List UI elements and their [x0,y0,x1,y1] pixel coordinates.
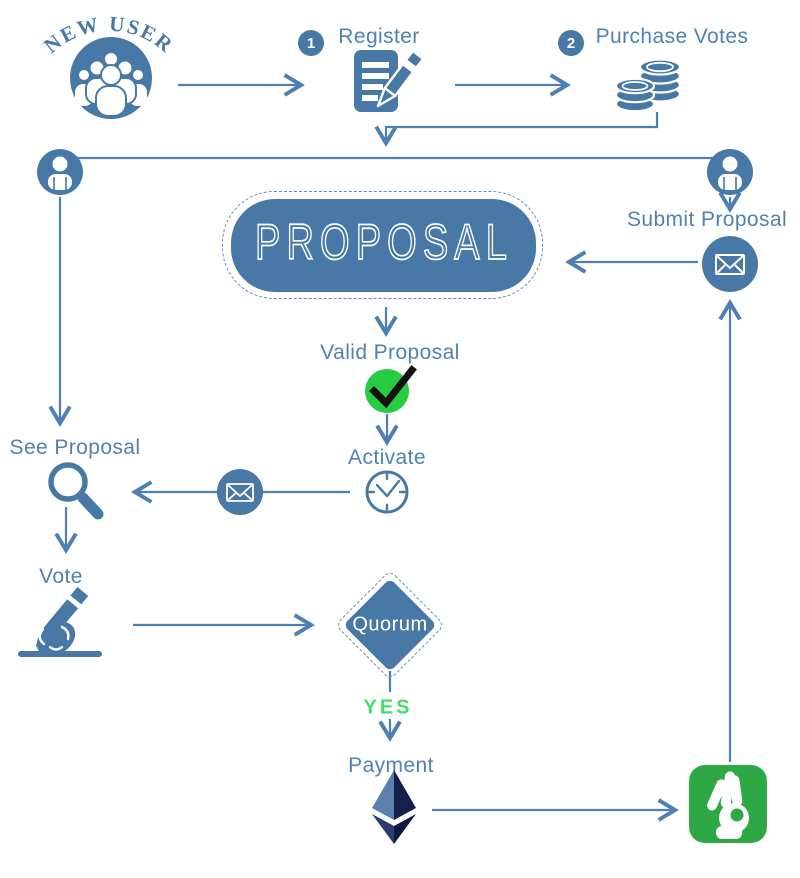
step-2-badge: 2 [558,30,584,56]
vote-label: Vote [39,565,83,588]
valid-proposal-label: Valid Proposal [320,341,460,364]
magnifier-icon [48,462,104,520]
register-label: Register [338,25,420,48]
envelope-icon [702,236,758,292]
yes-label: YES [363,696,413,719]
proposal-dashed-border [222,191,543,299]
purchase-votes-label: Purchase Votes [595,25,749,48]
see-proposal-label: See Proposal [9,436,141,459]
coins-stack-icon [614,58,682,113]
ethereum-icon [372,770,416,844]
clock-icon [365,470,409,514]
person-icon [37,149,83,195]
payment-label: Payment [348,754,434,777]
check-mark-icon [365,365,417,413]
ok-hand-icon [689,765,767,843]
quorum-label: Quorum [352,613,428,636]
envelope-icon [217,469,263,515]
activate-label: Activate [348,446,426,469]
proposal-box [231,199,536,292]
users-group-icon [70,37,152,119]
document-pencil-icon [354,49,425,112]
hand-pen-icon [18,584,102,657]
proposal-label: PROPOSAL [255,214,513,270]
person-icon [707,149,753,195]
step-1-badge: 1 [298,30,324,56]
proposal-title: PROPOSAL [254,213,513,271]
arrow-coins-to-memberline [374,112,659,147]
submit-proposal-label: Submit Proposal [626,208,788,231]
